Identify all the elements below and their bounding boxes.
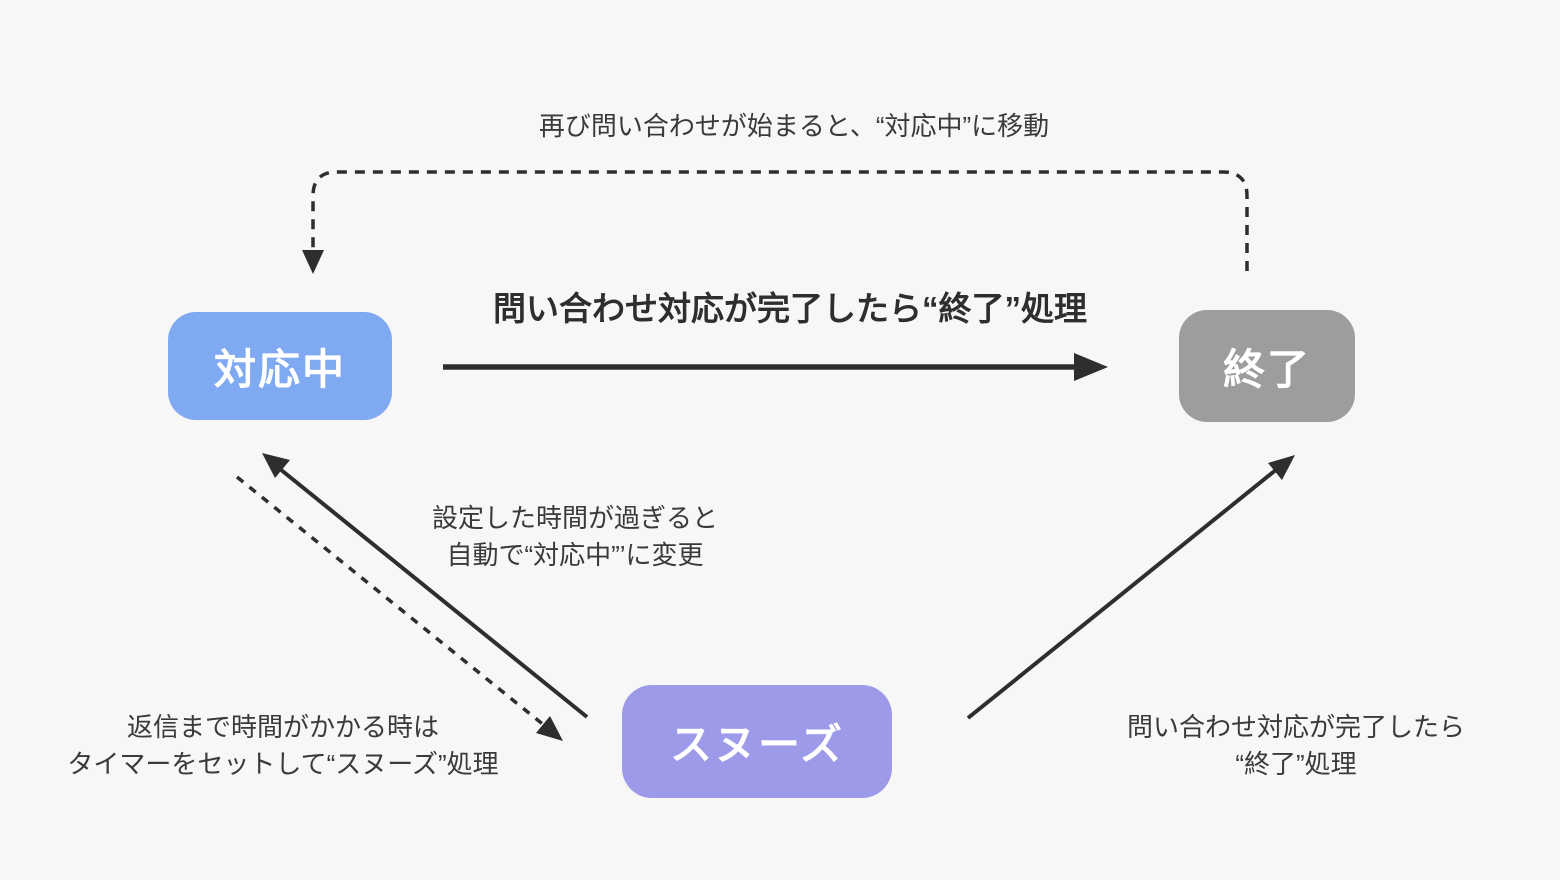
node-active-status: 対応中 [168,312,392,420]
node-active-label: 対応中 [213,345,346,393]
to-snooze-annotation: 返信まで時間がかかる時は タイマーをセットして“スヌーズ”処理 [33,709,533,783]
snooze-end-annotation-line2: “終了”処理 [1235,749,1357,779]
snooze-end-annotation: 問い合わせ対応が完了したら “終了”処理 [1096,709,1496,783]
complete-arrow [443,353,1108,381]
reopen-dashed-arrow [302,170,1249,274]
active-to-snooze-dashed-arrow [235,475,563,741]
node-snooze-status: スヌーズ [622,685,892,798]
to-snooze-annotation-line2: タイマーをセットして“スヌーズ”処理 [67,749,499,779]
reopen-annotation: 再び問い合わせが始まると、“対応中”に移動 [538,111,1050,141]
timeout-annotation: 設定した時間が過ぎると 自動で“対応中”’に変更 [375,500,775,574]
complete-annotation: 問い合わせ対応が完了したら“終了”処理 [493,290,1087,327]
snooze-to-closed-arrow [966,455,1295,720]
timeout-annotation-line2: 自動で“対応中”’に変更 [446,540,704,570]
node-snooze-label: スヌーズ [670,721,844,768]
snooze-end-annotation-line1: 問い合わせ対応が完了したら [1126,712,1465,742]
node-closed-label: 終了 [1222,345,1311,393]
snooze-to-active-arrow [262,453,589,719]
timeout-annotation-line1: 設定した時間が過ぎると [431,503,718,533]
to-snooze-annotation-line1: 返信まで時間がかかる時は [126,712,439,742]
node-closed-status: 終了 [1179,310,1355,422]
